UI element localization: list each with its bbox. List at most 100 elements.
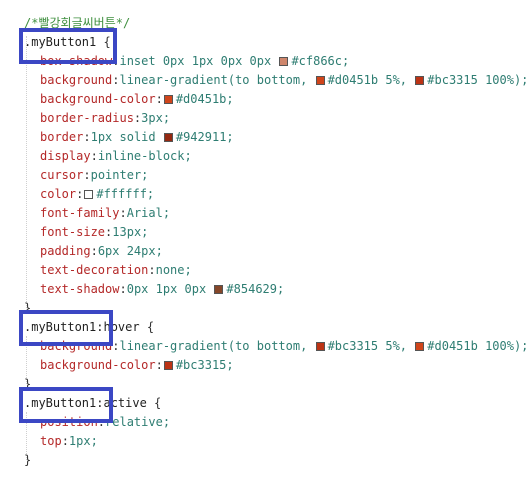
colon: : bbox=[90, 244, 98, 258]
css-value: 0px 1px 0px bbox=[126, 282, 214, 296]
color-swatch[interactable] bbox=[214, 285, 224, 294]
code-line[interactable]: font-size:13px; bbox=[40, 223, 148, 242]
color-swatch[interactable] bbox=[315, 342, 325, 351]
color-swatch[interactable] bbox=[163, 133, 173, 142]
colon: : bbox=[105, 225, 113, 239]
colon: : bbox=[119, 206, 127, 220]
highlight-box-selector bbox=[19, 387, 113, 423]
css-value: inset 0px 1px 0px 0px bbox=[119, 54, 279, 68]
css-property: cursor bbox=[40, 168, 84, 182]
highlight-box-selector bbox=[19, 310, 113, 346]
code-line[interactable]: background-color: #d0451b; bbox=[40, 90, 234, 109]
open-brace: { bbox=[96, 35, 111, 49]
colon: : bbox=[76, 187, 84, 201]
colon: : bbox=[112, 73, 120, 87]
indent-guide bbox=[26, 412, 28, 460]
css-value: #d0451b; bbox=[175, 92, 234, 106]
css-value: #942911; bbox=[175, 130, 234, 144]
css-value: relative; bbox=[105, 415, 171, 429]
code-line[interactable]: text-shadow:0px 1px 0px #854629; bbox=[40, 280, 284, 299]
colon: : bbox=[112, 339, 120, 353]
color-swatch[interactable] bbox=[84, 190, 94, 199]
color-swatch[interactable] bbox=[315, 76, 325, 85]
css-pseudo-class: :hover bbox=[96, 320, 140, 334]
code-line[interactable]: /*빨강회글씨버튼*/ bbox=[24, 14, 130, 33]
css-property: border bbox=[40, 130, 84, 144]
highlight-box-selector bbox=[19, 28, 117, 64]
css-property: background-color bbox=[40, 92, 156, 106]
css-selector: .myButton1 bbox=[24, 396, 97, 410]
color-swatch[interactable] bbox=[415, 342, 425, 351]
css-pseudo-class: :active bbox=[96, 396, 147, 410]
code-line[interactable]: background-color:#bc3315; bbox=[40, 356, 234, 375]
colon: : bbox=[61, 434, 69, 448]
css-property: text-shadow bbox=[40, 282, 120, 296]
css-property: top bbox=[40, 434, 62, 448]
colon: : bbox=[155, 358, 163, 372]
indent-guide bbox=[26, 36, 28, 312]
code-line[interactable]: } bbox=[24, 375, 31, 394]
css-property: text-decoration bbox=[40, 263, 149, 277]
css-selector: .myButton1 bbox=[24, 35, 97, 49]
code-line[interactable]: background:linear-gradient(to bottom, #d… bbox=[40, 71, 528, 90]
close-brace: } bbox=[24, 301, 32, 315]
css-value: Arial; bbox=[126, 206, 171, 220]
color-swatch[interactable] bbox=[279, 57, 289, 66]
code-line[interactable]: background:linear-gradient(to bottom, #b… bbox=[40, 337, 528, 356]
css-property: font-family bbox=[40, 206, 120, 220]
css-property: font-size bbox=[40, 225, 106, 239]
css-value: #d0451b 5%, bbox=[327, 73, 415, 87]
css-value: linear-gradient(to bottom, bbox=[119, 73, 315, 87]
code-line[interactable]: cursor:pointer; bbox=[40, 166, 148, 185]
colon: : bbox=[90, 149, 98, 163]
css-selector: .myButton1 bbox=[24, 320, 97, 334]
css-value: linear-gradient(to bottom, bbox=[119, 339, 315, 353]
color-swatch[interactable] bbox=[415, 76, 425, 85]
colon: : bbox=[155, 92, 163, 106]
code-line[interactable]: border-radius:3px; bbox=[40, 109, 170, 128]
color-swatch[interactable] bbox=[163, 95, 173, 104]
css-value: 6px 24px; bbox=[97, 244, 163, 258]
code-line[interactable]: top:1px; bbox=[40, 432, 98, 451]
css-value: #ffffff; bbox=[96, 187, 155, 201]
code-line[interactable]: text-decoration:none; bbox=[40, 261, 192, 280]
code-line[interactable]: padding:6px 24px; bbox=[40, 242, 163, 261]
colon: : bbox=[148, 263, 156, 277]
css-value: #854629; bbox=[226, 282, 285, 296]
code-line[interactable]: display:inline-block; bbox=[40, 147, 192, 166]
css-value: pointer; bbox=[90, 168, 149, 182]
code-line[interactable]: } bbox=[24, 299, 31, 318]
css-property: border-radius bbox=[40, 111, 134, 125]
code-line[interactable]: .myButton1:active { bbox=[24, 394, 161, 413]
colon: : bbox=[133, 111, 142, 125]
close-brace: } bbox=[24, 453, 32, 467]
css-property: background-color bbox=[40, 358, 156, 372]
code-line[interactable]: .myButton1:hover { bbox=[24, 318, 154, 337]
code-line[interactable]: font-family:Arial; bbox=[40, 204, 170, 223]
code-line[interactable]: .myButton1 { bbox=[24, 33, 111, 52]
colon: : bbox=[83, 168, 91, 182]
css-value: 3px; bbox=[141, 111, 171, 125]
css-value: 1px; bbox=[68, 434, 98, 448]
css-property: padding bbox=[40, 244, 91, 258]
indent-guide bbox=[26, 336, 28, 384]
color-swatch[interactable] bbox=[163, 361, 173, 370]
code-line[interactable]: } bbox=[24, 451, 31, 470]
css-property: background bbox=[40, 73, 113, 87]
open-brace: { bbox=[146, 396, 162, 410]
code-line[interactable]: color:#ffffff; bbox=[40, 185, 154, 204]
css-value: 1px solid bbox=[90, 130, 163, 144]
css-value: 13px; bbox=[112, 225, 149, 239]
css-value: #cf866c; bbox=[291, 54, 350, 68]
code-line[interactable]: border:1px solid #942911; bbox=[40, 128, 234, 147]
css-value: #bc3315 100%); bbox=[427, 73, 529, 87]
css-value: #d0451b 100%); bbox=[427, 339, 529, 353]
css-value: inline-block; bbox=[97, 149, 192, 163]
code-comment: /*빨강회글씨버튼*/ bbox=[24, 16, 131, 30]
css-value: none; bbox=[155, 263, 192, 277]
css-property: display bbox=[40, 149, 91, 163]
open-brace: { bbox=[139, 320, 155, 334]
close-brace: } bbox=[24, 377, 32, 391]
colon: : bbox=[83, 130, 91, 144]
